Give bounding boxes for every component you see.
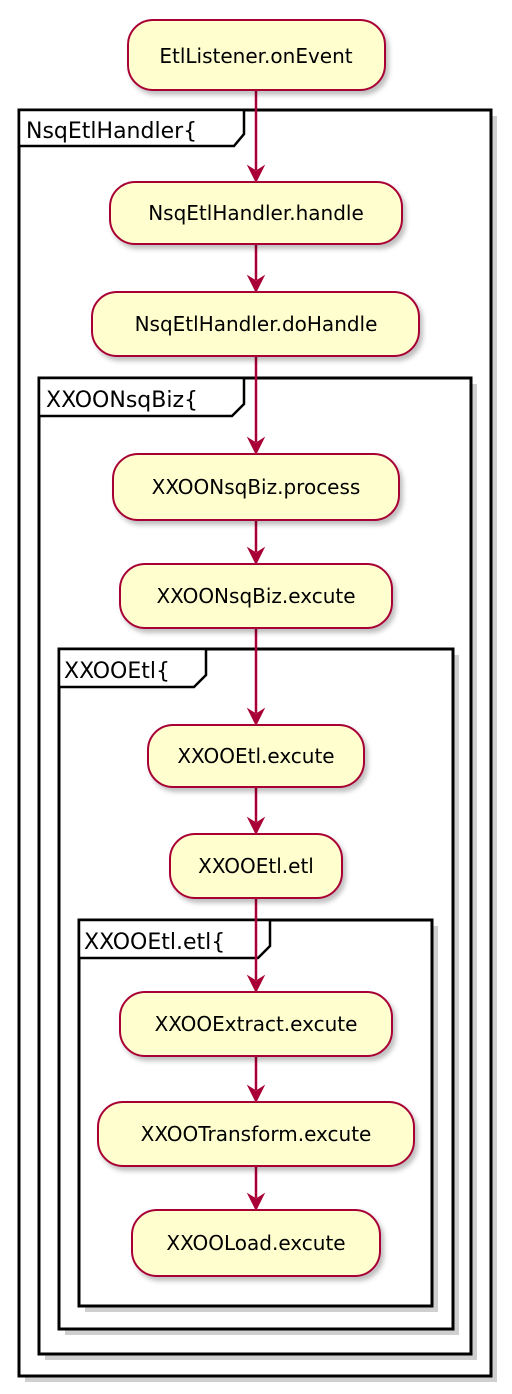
- node-label: XXOOExtract.excute: [155, 1012, 358, 1036]
- node-label: XXOOTransform.excute: [141, 1122, 372, 1146]
- arrow-bizexcute-to-etlexcute: [246, 628, 266, 727]
- node-xxoo-nsq-biz-process: XXOONsqBiz.process: [112, 453, 400, 521]
- node-label: XXOOEtl.etl: [198, 854, 314, 878]
- group-label-xxoo-nsq-biz: XXOONsqBiz{: [46, 388, 198, 413]
- node-xxoo-load-excute: XXOOLoad.excute: [131, 1209, 381, 1277]
- node-label: XXOONsqBiz.excute: [156, 584, 355, 608]
- node-nsq-etl-handler-handle: NsqEtlHandler.handle: [109, 181, 403, 245]
- node-xxoo-extract-excute: XXOOExtract.excute: [119, 991, 393, 1057]
- flow-arrows: [246, 90, 266, 1212]
- arrow-onevent-to-handle: [246, 90, 266, 184]
- node-xxoo-etl-etl: XXOOEtl.etl: [169, 833, 343, 899]
- node-xxoo-etl-excute: XXOOEtl.excute: [147, 724, 365, 788]
- group-label-nsq-etl-handler: NsqEtlHandler{: [26, 119, 197, 144]
- arrow-etl-to-extract: [246, 898, 266, 994]
- group-label-xxoo-etl-etl: XXOOEtl.etl{: [84, 930, 225, 955]
- arrow-handle-to-dohandle: [246, 244, 266, 294]
- node-label: XXOONsqBiz.process: [152, 475, 361, 499]
- node-xxoo-transform-excute: XXOOTransform.excute: [97, 1101, 415, 1167]
- node-label: EtlListener.onEvent: [159, 44, 352, 68]
- node-label: NsqEtlHandler.doHandle: [135, 312, 378, 336]
- group-label-xxoo-etl: XXOOEtl{: [64, 659, 170, 684]
- node-nsq-etl-handler-do-handle: NsqEtlHandler.doHandle: [91, 291, 420, 357]
- arrow-dohandle-to-process: [246, 356, 266, 456]
- node-xxoo-nsq-biz-excute: XXOONsqBiz.excute: [119, 563, 393, 629]
- node-label: XXOOEtl.excute: [177, 744, 334, 768]
- node-label: NsqEtlHandler.handle: [148, 201, 364, 225]
- arrow-etlexcute-to-etl: [246, 787, 266, 836]
- arrow-transform-to-load: [246, 1166, 266, 1212]
- arrow-process-to-excute: [246, 520, 266, 566]
- node-label: XXOOLoad.excute: [166, 1231, 345, 1255]
- arrow-extract-to-transform: [246, 1056, 266, 1104]
- node-etl-listener-on-event: EtlListener.onEvent: [127, 19, 386, 91]
